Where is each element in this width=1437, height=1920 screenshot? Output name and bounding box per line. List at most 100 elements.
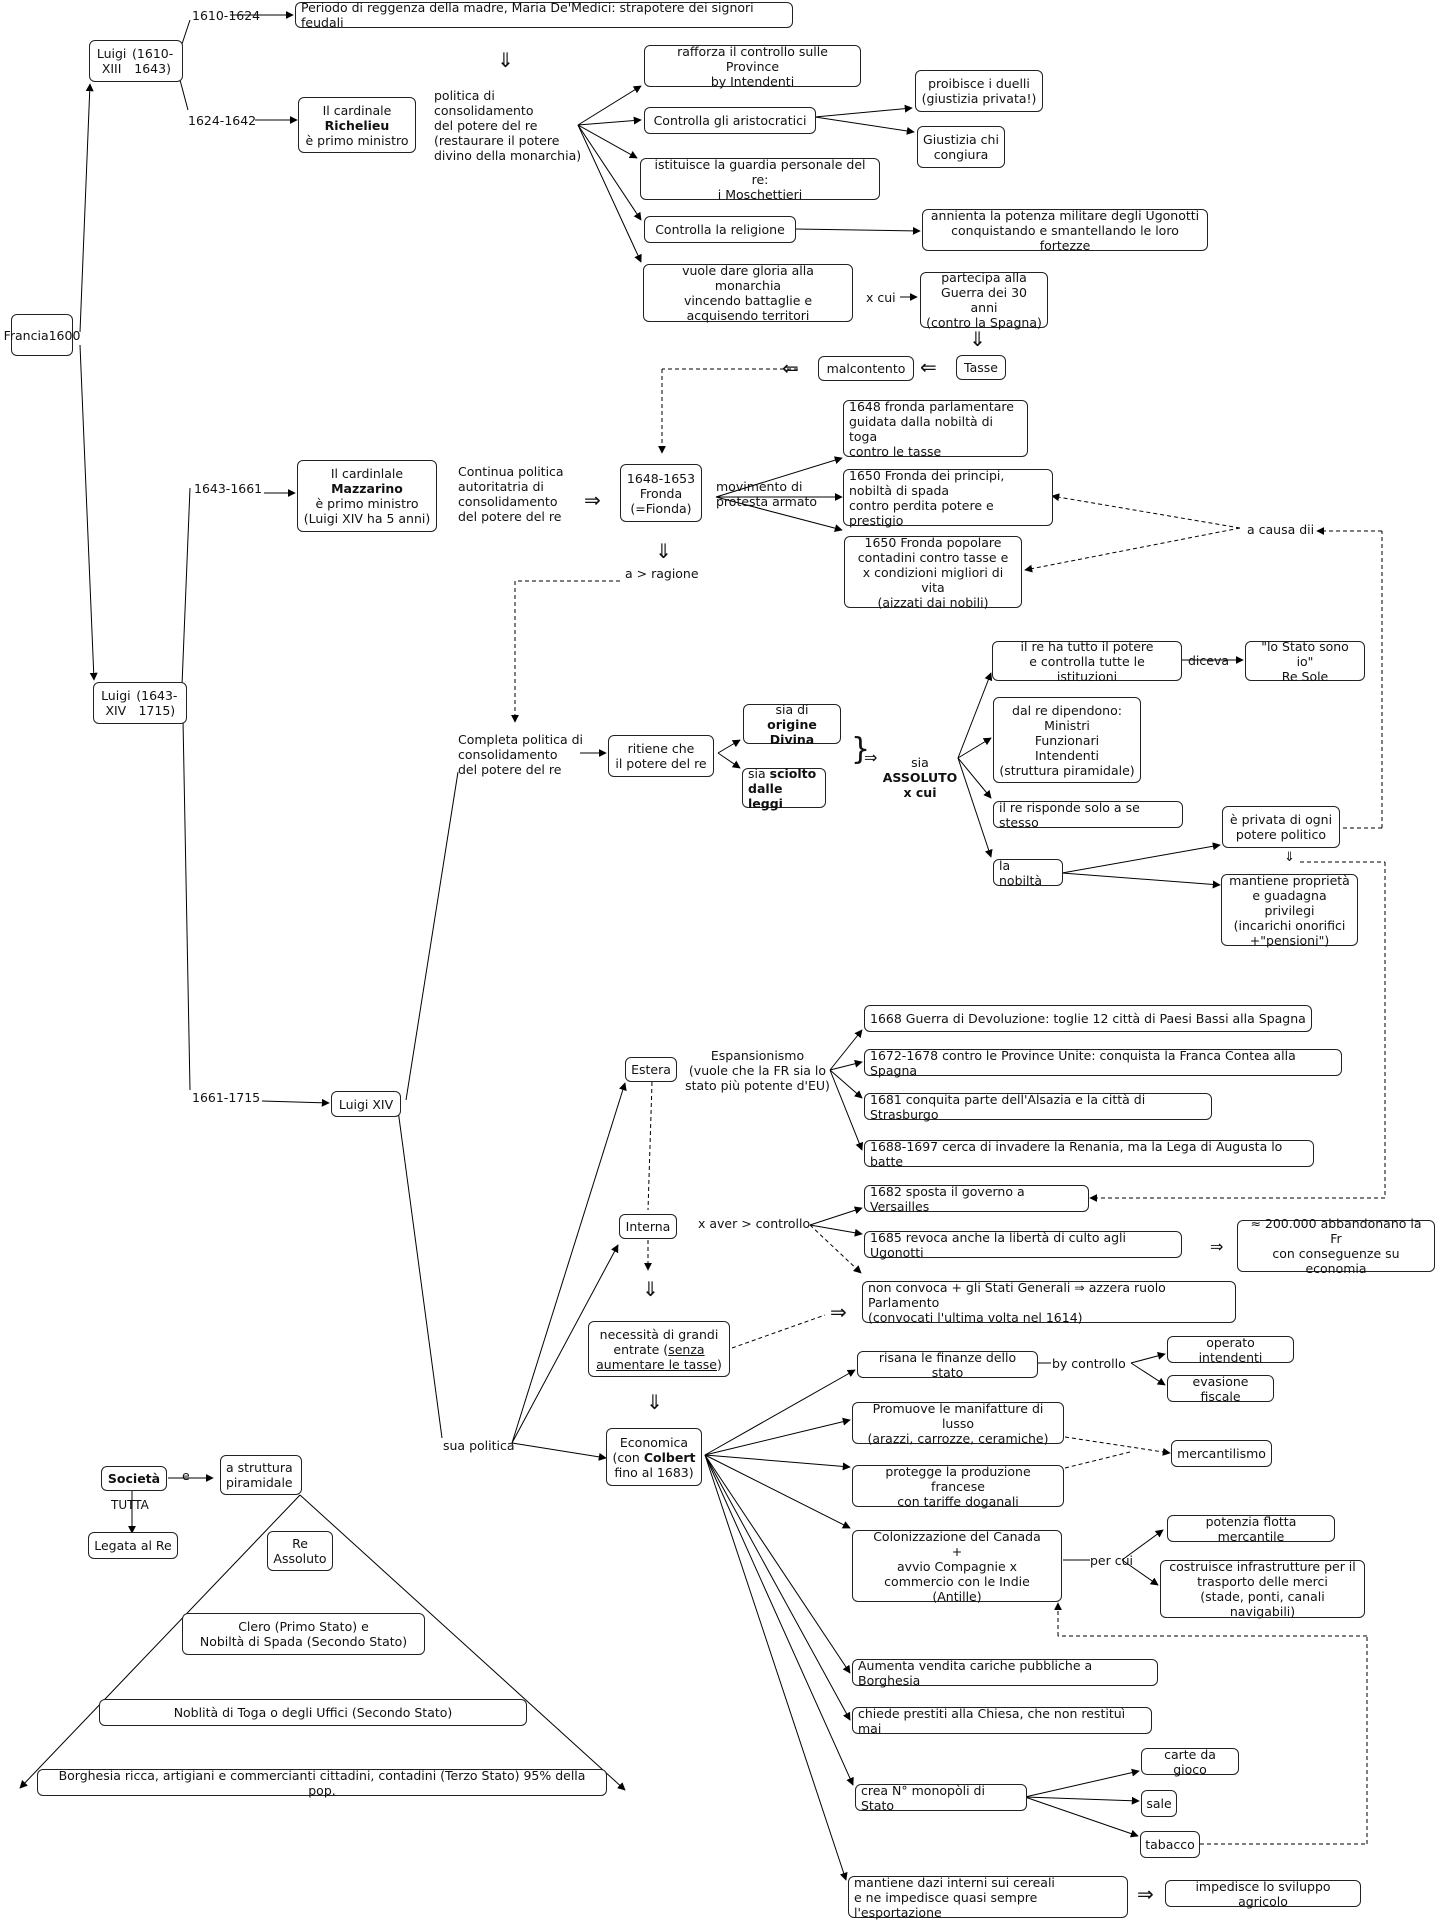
foreign-1668[interactable]: 1668 Guerra di Devoluzione: toglie 12 ci… [864, 1005, 1312, 1032]
king-all-power[interactable]: il re ha tutto il potere e controlla tut… [992, 639, 1182, 684]
fronda-node[interactable]: 1648-1653 Fronda (=Fionda) [620, 464, 702, 522]
society-and-label: e [182, 1468, 190, 1483]
nobility-privileges[interactable]: mantiene proprietà e guadagna privilegi … [1221, 873, 1358, 948]
colony-fleet[interactable]: potenzia flotta mercantile [1167, 1514, 1335, 1544]
regency-node[interactable]: Periodo di reggenza della madre, Maria D… [295, 0, 793, 30]
mercantilism-node[interactable]: mercantilismo [1171, 1440, 1272, 1467]
xcui-label: x cui [866, 290, 896, 305]
loose-bold1: sciolto [769, 765, 817, 781]
implies-right-arrow: ⇒ [864, 748, 878, 767]
fronda-princes[interactable]: 1650 Fronda dei principi, nobiltà di spa… [843, 468, 1053, 528]
foreign-node[interactable]: Estera [625, 1057, 677, 1082]
action-glory[interactable]: vuole dare gloria alla monarchia vincend… [643, 263, 853, 323]
root-line1: Francia [3, 327, 49, 343]
society-node[interactable]: Società [101, 1466, 167, 1491]
small-down-arrow: ⇓ [1284, 850, 1295, 865]
exodus-node[interactable]: ≈ 200.000 abbandonano la Fr con consegue… [1237, 1216, 1435, 1276]
implies-down-arrow: ⇓ [655, 539, 672, 563]
aristocrats-duels[interactable]: proibisce i duelli (giustizia privata!) [915, 70, 1043, 112]
economy-post: fino al 1683) [614, 1464, 694, 1480]
monopoly-salt[interactable]: sale [1141, 1790, 1177, 1817]
control-intendants[interactable]: operato intendenti [1167, 1335, 1294, 1365]
internal-versailles[interactable]: 1682 sposta il governo a Versailles [864, 1184, 1089, 1214]
divine-bold2: Divina [769, 731, 815, 747]
nobility-no-power[interactable]: è privata di ogni potere politico [1222, 806, 1340, 848]
economy-offices[interactable]: Aumenta vendita cariche pubbliche a Borg… [852, 1658, 1158, 1688]
monopoly-tobacco[interactable]: tabacco [1140, 1831, 1200, 1858]
foreign-1672[interactable]: 1672-1678 contro le Province Unite: conq… [864, 1048, 1342, 1078]
taxes-node[interactable]: Tasse [956, 355, 1006, 380]
action-musketeers[interactable]: istituisce la guardia personale del re: … [640, 157, 880, 202]
nobility-node[interactable]: la nobiltà [993, 858, 1063, 888]
pyramid-clergy-nobility[interactable]: Clero (Primo Stato) e Nobiltà di Spada (… [182, 1613, 425, 1655]
node-louis14-personal[interactable]: Luigi XIV [331, 1091, 401, 1117]
economy-colonies[interactable]: Colonizzazione del Canada + avvio Compag… [852, 1529, 1062, 1604]
economy-tariffs[interactable]: protegge la produzione francese con tari… [852, 1464, 1064, 1509]
king-dependents[interactable]: dal re dipendono: Ministri Funzionari In… [993, 697, 1141, 783]
economy-grain-duties[interactable]: mantiene dazi interni sui cereali e ne i… [848, 1875, 1128, 1920]
foreign-1688[interactable]: 1688-1697 cerca di invadere la Renania, … [864, 1139, 1314, 1169]
need-post: ) [716, 1356, 722, 1372]
belief-node[interactable]: ritiene che il potere del re [608, 735, 714, 777]
divine-bold1: origine [767, 716, 817, 732]
node-louis13[interactable]: Luigi XIII(1610-1643) [89, 40, 183, 82]
economy-pre: Economica (con [612, 1434, 689, 1465]
king-answers-self[interactable]: il re risponde solo a se stesso [993, 800, 1183, 830]
mazzarino-policy: Continua politica autoritatria di consol… [458, 464, 564, 524]
implies-right-arrow: ⇒ [584, 488, 601, 512]
action-provinces[interactable]: rafforza il controllo sulle Province by … [644, 44, 861, 89]
foreign-1681[interactable]: 1681 conquita parte dell'Alsazia e la ci… [864, 1092, 1212, 1122]
implies-right-arrow: ⇒ [1210, 1237, 1224, 1256]
implies-left-arrow: ⇐ [782, 356, 799, 380]
pyramid-king[interactable]: Re Assoluto [267, 1531, 333, 1571]
discontent-node[interactable]: malcontento [818, 356, 914, 381]
fronda-parliament[interactable]: 1648 fronda parlamentare guidata dalla n… [843, 399, 1028, 459]
internal-node[interactable]: Interna [619, 1214, 677, 1239]
action-religion[interactable]: Controlla la religione [644, 216, 796, 243]
economy-monopolies[interactable]: crea N° monopòli di Stato [855, 1783, 1027, 1813]
pyramid-robe-nobility[interactable]: Noblità di Toga o degli Uffici (Secondo … [99, 1699, 527, 1726]
society-tied-to-king[interactable]: Legata al Re [88, 1532, 178, 1559]
religion-huguenots[interactable]: annienta la potenza militare degli Ugono… [922, 208, 1208, 253]
economy-luxury[interactable]: Promuove le manifatture di lusso (arazzi… [852, 1401, 1064, 1446]
root-line2: 1600 [48, 327, 81, 343]
abs-bold2: x cui [903, 785, 937, 800]
need-pre: necessità di grandi entrate ( [599, 1326, 719, 1357]
internal-huguenots[interactable]: 1685 revoca anche la libertà di culto ag… [864, 1230, 1182, 1260]
aristocrats-conspiracy[interactable]: Giustizia chi congiura [917, 126, 1005, 168]
colony-infrastructure[interactable]: costruisce infrastrutture per il traspor… [1160, 1559, 1365, 1619]
need-underline: senza aumentare le tasse [596, 1341, 717, 1372]
implies-down-arrow: ⇓ [646, 1390, 663, 1414]
abs-pre: sia [911, 755, 929, 770]
economy-church-loans[interactable]: chiede prestiti alla Chiesa, che non res… [852, 1706, 1152, 1736]
period-1624: 1624-1642 [188, 113, 257, 128]
control-tax-evasion[interactable]: evasione fiscale [1167, 1374, 1274, 1404]
implies-right-arrow: ⇒ [830, 1300, 847, 1324]
quote-node[interactable]: "lo Stato sono io" Re Sole [1245, 639, 1365, 684]
fronda-movement: movimento di protesta armato [716, 479, 818, 509]
period-1643: 1643-1661 [194, 481, 263, 496]
node-louis14[interactable]: Luigi XIV(1643-1715) [93, 682, 187, 724]
war-30-years[interactable]: partecipa alla Guerra dei 30 anni (contr… [920, 270, 1048, 330]
revenue-need[interactable]: necessità di grandi entrate (senza aumen… [588, 1321, 730, 1377]
agri-impediment[interactable]: impedisce lo sviluppo agricolo [1165, 1879, 1361, 1909]
economy-finances[interactable]: risana le finanze dello stato [857, 1350, 1038, 1380]
mazzarino-pre: Il cardinlale [330, 466, 404, 481]
fronda-popular[interactable]: 1650 Fronda popolare contadini contro ta… [844, 535, 1022, 610]
pyramid-third-estate[interactable]: Borghesia ricca, artigiani e commerciant… [37, 1768, 607, 1798]
society-all-label: TUTTA [111, 1498, 149, 1512]
louis13-name: Luigi XIII [96, 46, 127, 76]
economy-name: Colbert [643, 1449, 696, 1465]
society-structure[interactable]: a struttura piramidale [220, 1455, 302, 1495]
monopoly-cards[interactable]: carte da gioco [1141, 1747, 1239, 1777]
action-aristocrats[interactable]: Controlla gli aristocratici [644, 107, 816, 134]
internal-estates[interactable]: non convoca + gli Stati Generali ⇒ azzer… [862, 1280, 1236, 1325]
abs-bold1: ASSOLUTO [882, 770, 958, 785]
